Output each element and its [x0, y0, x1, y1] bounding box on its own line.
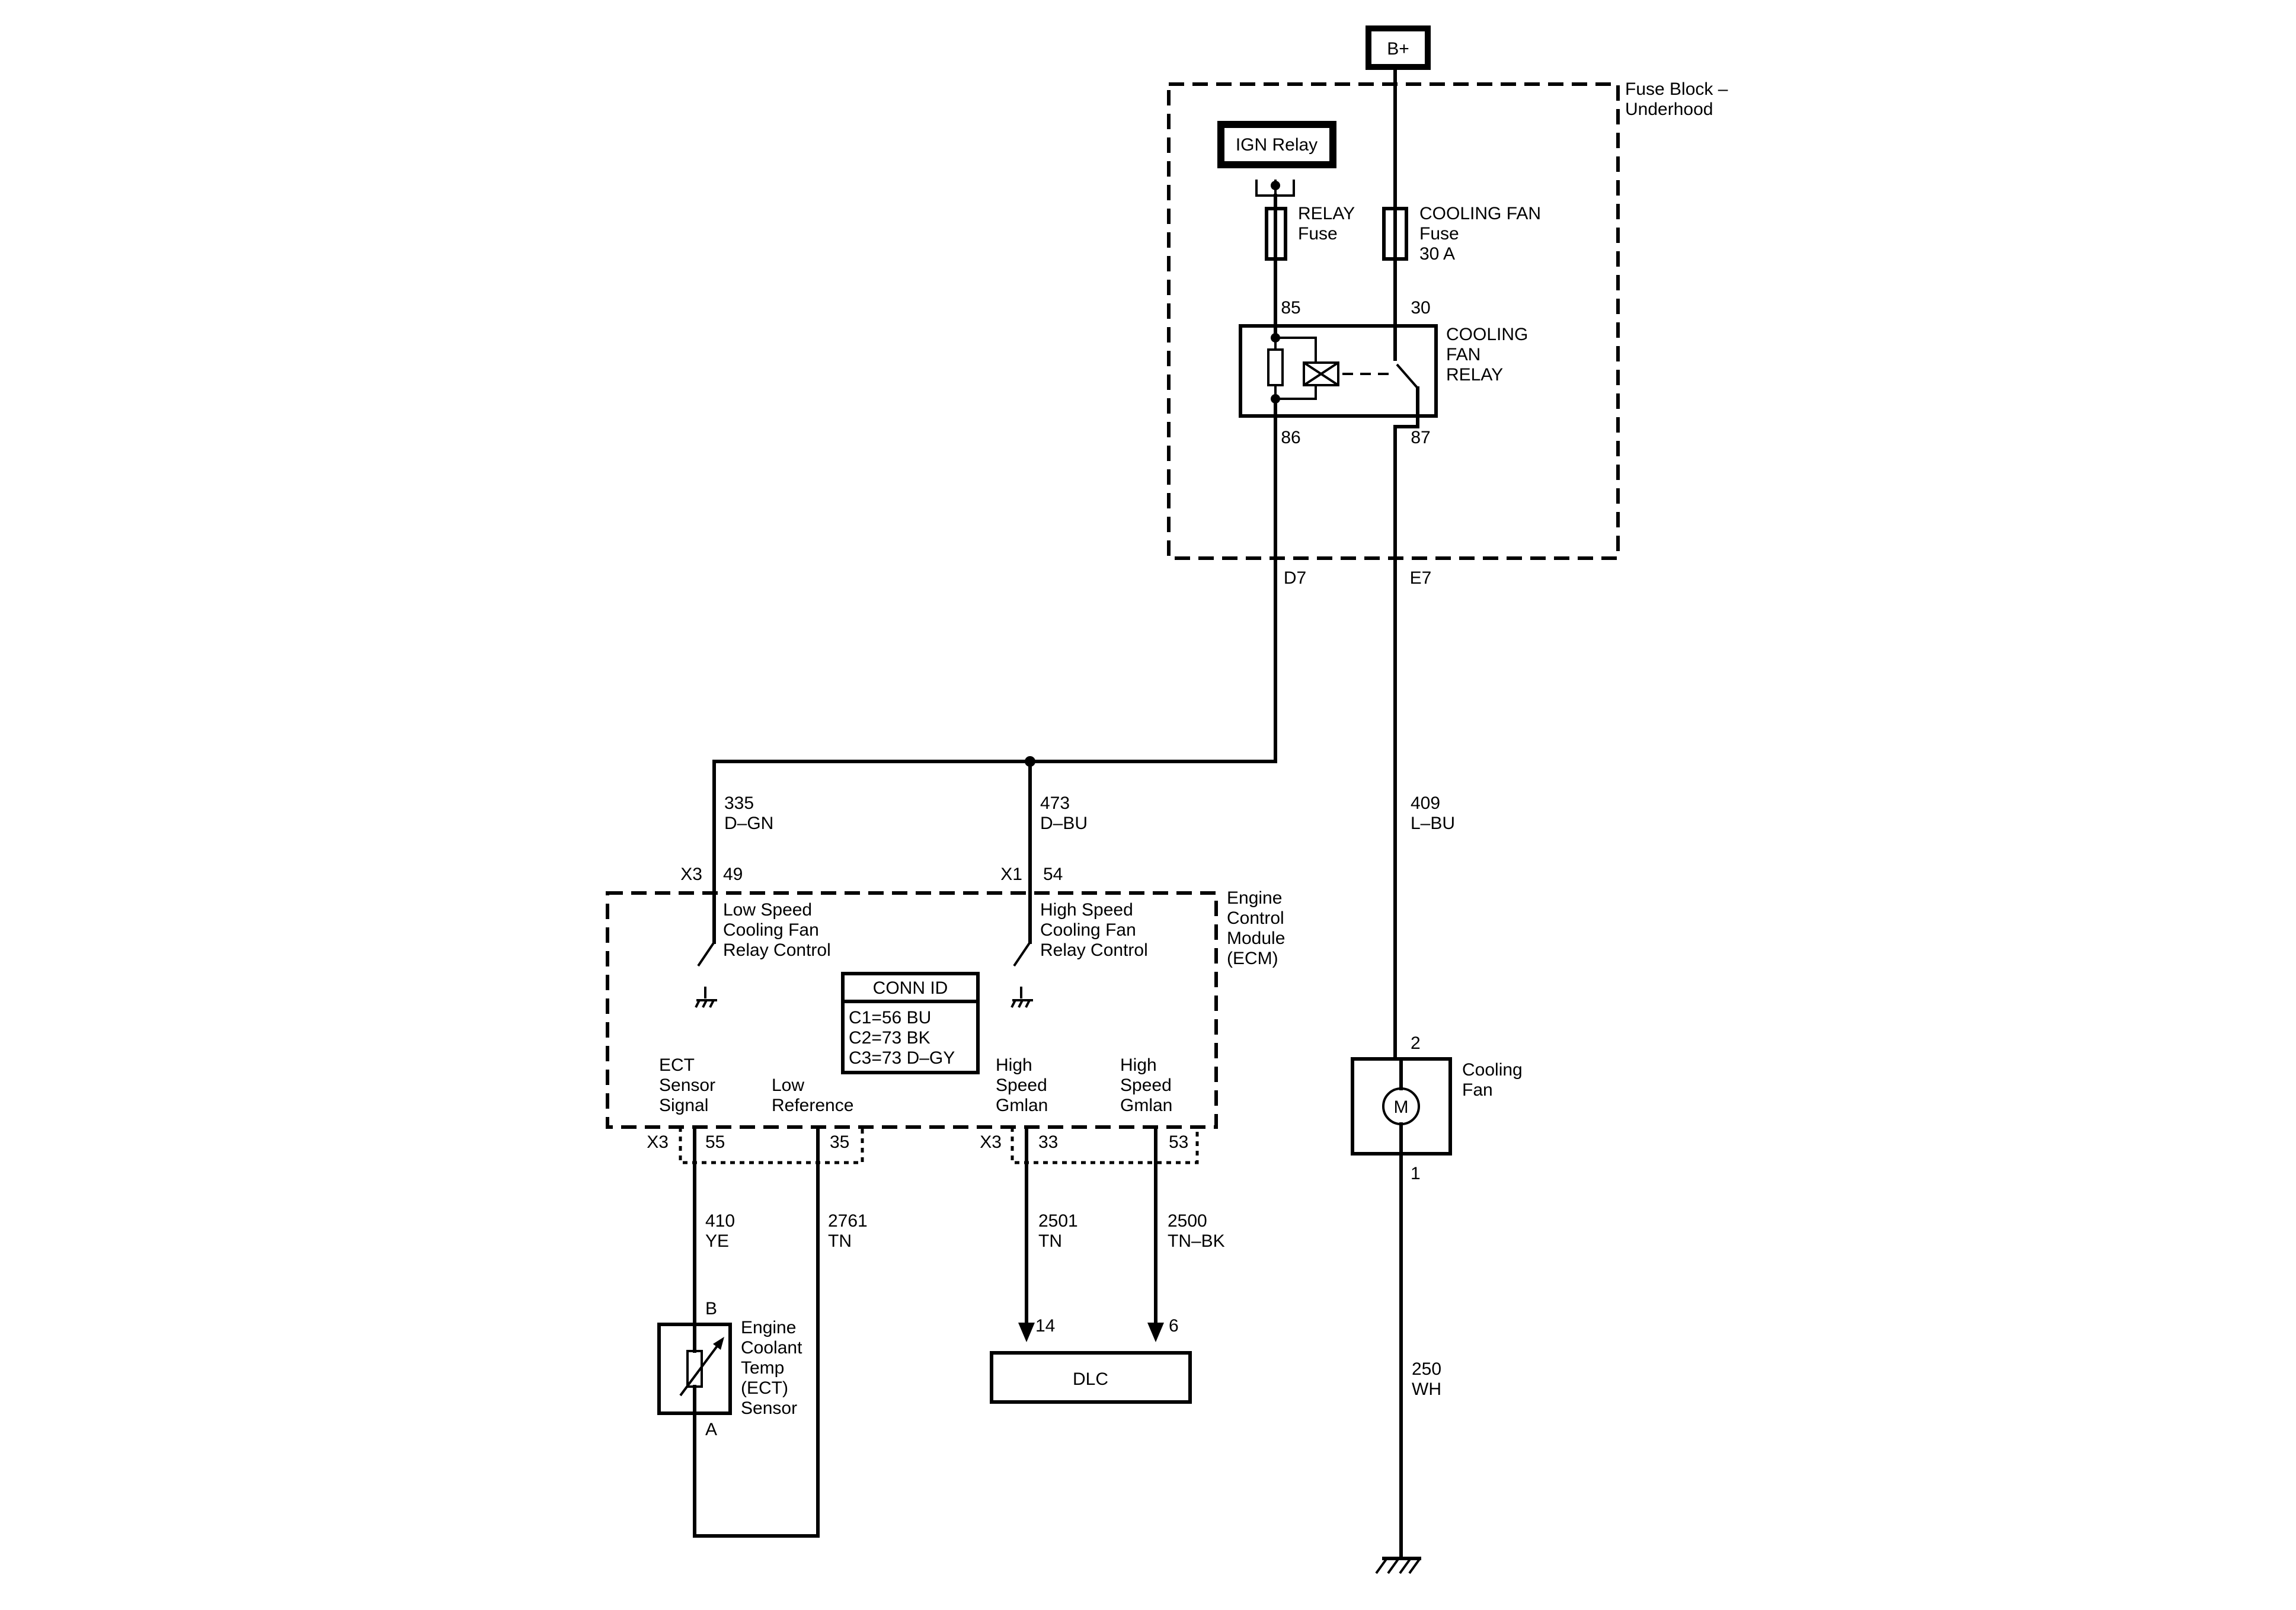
ecm-pin-49: 49: [723, 865, 743, 884]
conn-id-c3: C3=73 D–GY: [849, 1048, 955, 1068]
relay-label-3: RELAY: [1446, 365, 1503, 385]
wire-410-circuit: 410: [705, 1211, 735, 1231]
high-speed-driver: [1011, 884, 1033, 1008]
conn-id-title: CONN ID: [873, 978, 948, 998]
ect-label-2: Coolant: [741, 1338, 802, 1358]
conn-id-c1: C1=56 BU: [849, 1008, 931, 1028]
ect-label-1: Engine: [741, 1318, 796, 1337]
ecm-pin-55: 55: [705, 1132, 725, 1152]
relay-fuse-label-1: RELAY: [1298, 204, 1355, 223]
dlc-pin-14: 14: [1035, 1316, 1055, 1336]
low-speed-driver: [695, 884, 717, 1008]
relay-fuse-label-2: Fuse: [1298, 224, 1338, 244]
wire-473-color: D–BU: [1040, 814, 1088, 833]
wire-2501-circuit: 2501: [1038, 1211, 1078, 1231]
high-speed-label-3: Relay Control: [1040, 940, 1148, 960]
ecm-pin-35: 35: [830, 1132, 849, 1152]
battery-label: B+: [1387, 39, 1409, 59]
ecm-pin-33: 33: [1038, 1132, 1058, 1152]
wire-473-circuit: 473: [1040, 793, 1070, 813]
ecm-label-2: Control: [1227, 908, 1284, 928]
wire-2500-color: TN–BK: [1168, 1231, 1225, 1251]
ecm-pin-53: 53: [1169, 1132, 1188, 1152]
cooling-fan-fuse-label-2: Fuse: [1419, 224, 1459, 244]
fuse-block-label-2: Underhood: [1625, 100, 1713, 119]
wire-2761-circuit: 2761: [828, 1211, 868, 1231]
ect-pin-a: A: [705, 1420, 717, 1439]
cooling-fan-relay: 85 30 86 87: [1239, 298, 1438, 447]
ect-pin-b: B: [705, 1299, 717, 1318]
ecm-label-3: Module: [1227, 929, 1285, 948]
relay-pin-87: 87: [1411, 428, 1430, 447]
low-speed-label-1: Low Speed: [723, 900, 812, 920]
wire-335-circuit: 335: [724, 793, 754, 813]
ecm-label-1: Engine: [1227, 888, 1282, 908]
gmlan-b-label-2: Speed: [1120, 1076, 1172, 1095]
fan-label-2: Fan: [1462, 1080, 1493, 1100]
gmlan-a-label-1: High: [996, 1055, 1032, 1075]
fuse-block-label-1: Fuse Block –: [1625, 79, 1728, 99]
ecm-boundary: [606, 891, 1218, 1129]
ground-symbol: [1375, 1557, 1421, 1574]
motor-symbol: M: [1394, 1097, 1409, 1117]
gmlan-b-label-1: High: [1120, 1055, 1157, 1075]
low-speed-label-3: Relay Control: [723, 940, 831, 960]
wire-335-color: D–GN: [724, 814, 773, 833]
fan-pin-2: 2: [1411, 1033, 1421, 1053]
low-speed-label-2: Cooling Fan: [723, 920, 819, 940]
wire-410-color: YE: [705, 1231, 729, 1251]
relay-pin-86: 86: [1281, 428, 1300, 447]
dlc-pin-6: 6: [1169, 1316, 1179, 1336]
relay-pin-30: 30: [1411, 298, 1430, 318]
ign-relay-label: IGN Relay: [1236, 135, 1318, 155]
fan-label-1: Cooling: [1462, 1060, 1523, 1080]
ect-signal-label-2: Sensor: [659, 1076, 715, 1095]
ecm-conn-x3-top: X3: [680, 865, 702, 884]
fuse-block-terminal-d7: D7: [1284, 568, 1306, 588]
low-ref-label-2: Reference: [772, 1096, 853, 1115]
ecm-conn-x3-bottom-b: X3: [980, 1132, 1002, 1152]
relay-label-1: COOLING: [1446, 325, 1528, 344]
wire-2501-color: TN: [1038, 1231, 1062, 1251]
dlc-label: DLC: [1073, 1369, 1108, 1389]
ecm-conn-x3-bottom-a: X3: [647, 1132, 669, 1152]
ect-label-3: Temp: [741, 1358, 784, 1378]
relay-pin-85: 85: [1281, 298, 1300, 318]
fuse-block-terminal-e7: E7: [1410, 568, 1432, 588]
dlc: DLC: [990, 1351, 1192, 1404]
ign-relay: IGN Relay: [1217, 121, 1336, 168]
cooling-fan-fuse-label-1: COOLING FAN: [1419, 204, 1541, 223]
wire-2500-circuit: 2500: [1168, 1211, 1207, 1231]
wire-409-color: L–BU: [1411, 814, 1455, 833]
ecm-conn-x1-top: X1: [1000, 865, 1022, 884]
conn-id-c2: C2=73 BK: [849, 1028, 930, 1048]
cooling-fan: M: [1351, 1047, 1452, 1156]
fan-pin-1: 1: [1411, 1164, 1421, 1183]
ecm-pin-54: 54: [1043, 865, 1063, 884]
ect-sensor: [657, 1323, 820, 1538]
wire-250-color: WH: [1412, 1379, 1441, 1399]
high-speed-label-2: Cooling Fan: [1040, 920, 1136, 940]
relay-label-2: FAN: [1446, 345, 1480, 364]
ecm-label-4: (ECM): [1227, 949, 1278, 968]
ecm-connector-x3-a: [679, 1127, 864, 1164]
wire-2761-color: TN: [828, 1231, 852, 1251]
ect-label-5: Sensor: [741, 1398, 797, 1418]
ecm-connector-x3-b: [1011, 1127, 1199, 1164]
gmlan-b-label-3: Gmlan: [1120, 1096, 1172, 1115]
gmlan-a-label-2: Speed: [996, 1076, 1047, 1095]
low-ref-label-1: Low: [772, 1076, 804, 1095]
conn-id-box: CONN ID C1=56 BU C2=73 BK C3=73 D–GY: [841, 972, 980, 1074]
cooling-fan-fuse-label-3: 30 A: [1419, 244, 1455, 264]
wire-250-circuit: 250: [1412, 1359, 1441, 1379]
ect-signal-label-1: ECT: [659, 1055, 695, 1075]
high-speed-label-1: High Speed: [1040, 900, 1133, 920]
gmlan-a-label-3: Gmlan: [996, 1096, 1048, 1115]
battery-terminal: B+: [1366, 25, 1431, 70]
ect-label-4: (ECT): [741, 1378, 788, 1398]
wire-409-circuit: 409: [1411, 793, 1440, 813]
ect-signal-label-3: Signal: [659, 1096, 708, 1115]
